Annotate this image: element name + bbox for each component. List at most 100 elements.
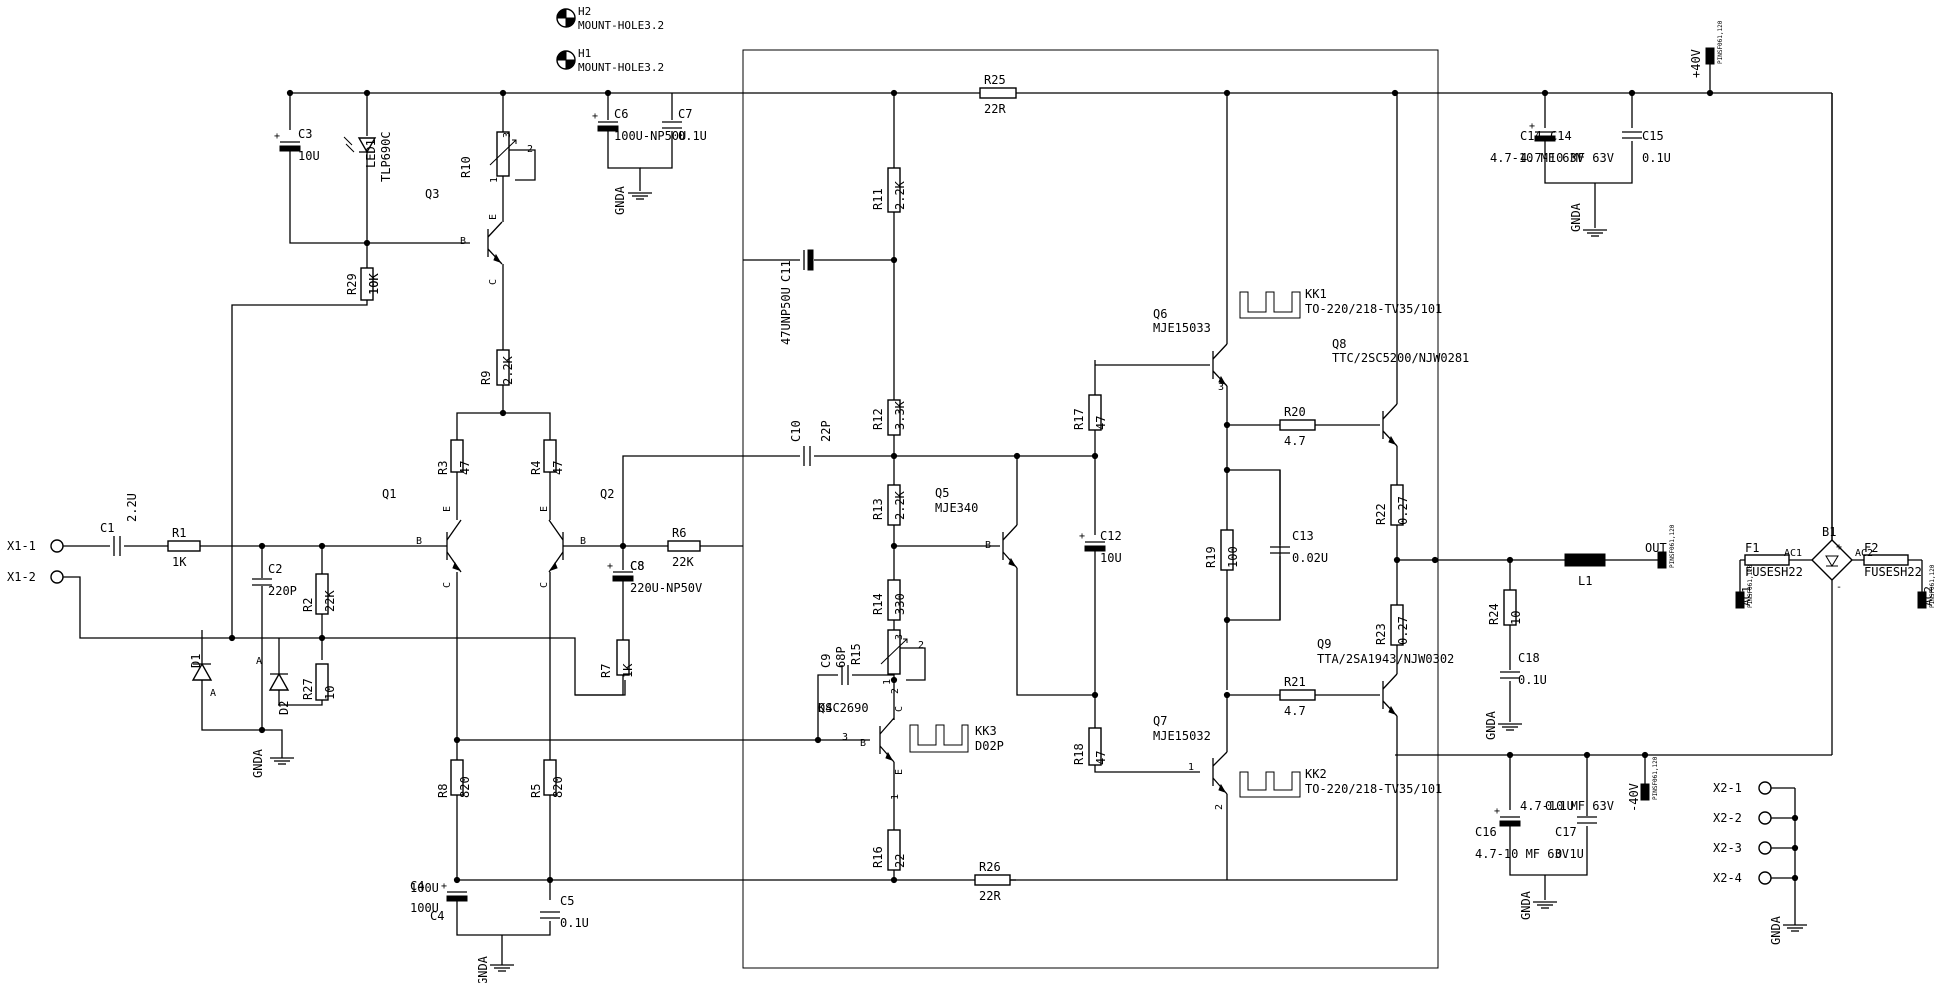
resistor-value: 4.7 bbox=[1284, 434, 1306, 448]
resistor-value: 10K bbox=[367, 273, 381, 295]
resistor-ref: R5 bbox=[529, 784, 543, 798]
trimmer-arrow bbox=[489, 139, 517, 166]
wire bbox=[456, 385, 504, 440]
mount-hole-ref: H2 bbox=[578, 5, 591, 18]
inductor-L1 bbox=[1564, 553, 1606, 567]
wire bbox=[63, 576, 626, 696]
cap-value: 4.7-10 MF 63V bbox=[1520, 799, 1614, 813]
resistor-R14 bbox=[887, 579, 901, 621]
resistor-R25 bbox=[979, 87, 1017, 99]
resistor-ref: R9 bbox=[479, 371, 493, 385]
cap-polarity: + bbox=[1529, 121, 1535, 132]
pin-label: - bbox=[1836, 582, 1842, 593]
resistor-value: 47 bbox=[458, 461, 472, 475]
junction-dot bbox=[228, 634, 236, 642]
transistor-value: TTA/2SA1943/NJW0302 bbox=[1317, 652, 1454, 666]
cap-value: 2.2U bbox=[125, 493, 139, 522]
cap-value: 4.7-10 MF 63V bbox=[1520, 151, 1614, 165]
resistor-ref: R24 bbox=[1487, 603, 1501, 625]
connector-terminal bbox=[1758, 871, 1772, 885]
wire bbox=[1227, 469, 1281, 621]
pin-label: 2 bbox=[527, 144, 533, 155]
diode-D2 bbox=[268, 672, 290, 691]
pin-label: E bbox=[442, 506, 453, 512]
cap-value: 220P bbox=[268, 584, 297, 598]
transistor-Q5-lead bbox=[1002, 524, 1018, 541]
wire bbox=[1094, 765, 1200, 773]
wire bbox=[575, 675, 624, 696]
connector-terminal bbox=[50, 570, 64, 584]
cap-value: 0.1U bbox=[1555, 847, 1584, 861]
cap-ref: C11 bbox=[779, 260, 793, 282]
pin-label: C bbox=[442, 582, 453, 588]
resistor-R17 bbox=[1088, 394, 1102, 431]
heatsink-value: D02P bbox=[975, 739, 1004, 753]
inductor-ref: L1 bbox=[1578, 574, 1592, 588]
pin-label: E bbox=[894, 769, 905, 775]
pad-label: PINSF061,120 bbox=[1717, 20, 1724, 64]
cap-ref: C13 bbox=[1292, 529, 1314, 543]
junction-dot bbox=[1091, 691, 1099, 699]
gnda-label: GNDA bbox=[1569, 202, 1583, 232]
mount-hole-value: MOUNT-HOLE3.2 bbox=[578, 61, 664, 74]
bridge-B1 bbox=[1811, 539, 1853, 581]
resistor-value: 0.27 bbox=[1396, 616, 1410, 645]
resistor-value: 2.2K bbox=[501, 355, 515, 385]
cap-ref: C18 bbox=[1518, 651, 1540, 665]
junction-dot bbox=[363, 239, 371, 247]
transistor-ref: Q4 bbox=[818, 701, 832, 715]
resistor-R24 bbox=[1503, 589, 1517, 626]
resistor-value: 22K bbox=[323, 590, 337, 612]
resistor-value: 3.3K bbox=[893, 400, 907, 430]
fuse-value: FUSESH22 bbox=[1745, 565, 1803, 579]
wire bbox=[509, 149, 536, 181]
transistor-Q9-arrow bbox=[1388, 705, 1397, 715]
cap-ref: C7 bbox=[678, 107, 692, 121]
pin-label: 2 bbox=[1214, 804, 1225, 810]
wire bbox=[900, 647, 926, 681]
led-ref: LED1 bbox=[364, 139, 378, 168]
transistor-ref: Q8 bbox=[1332, 337, 1346, 351]
pin-label: A bbox=[256, 656, 262, 667]
fuse-F1 bbox=[1744, 554, 1790, 566]
cap-ref: C16 bbox=[1475, 825, 1497, 839]
junction-dot bbox=[890, 876, 898, 884]
cap-polarity: + bbox=[1494, 806, 1500, 817]
cap-ref: C15 bbox=[1642, 129, 1664, 143]
pin-label: C bbox=[488, 279, 499, 285]
connector-label: X2-2 bbox=[1713, 811, 1742, 825]
resistor-ref: R22 bbox=[1374, 503, 1388, 525]
connector-label: X2-1 bbox=[1713, 781, 1742, 795]
pad-label: PINSF061,120 bbox=[1747, 564, 1754, 608]
transistor-Q8-lead bbox=[1382, 403, 1398, 420]
parts bbox=[50, 8, 1927, 972]
cap-value: 47UNP50U bbox=[779, 287, 793, 345]
resistor-ref: R19 bbox=[1204, 546, 1218, 568]
mount-hole-value: MOUNT-HOLE3.2 bbox=[578, 19, 664, 32]
mount-hole-fill bbox=[556, 50, 576, 70]
pin-label: A bbox=[210, 688, 216, 699]
cap-ref: C3 bbox=[298, 127, 312, 141]
cap-plate-polar bbox=[446, 895, 468, 902]
cap-plate-polar bbox=[612, 575, 634, 582]
cap-ref: C6 bbox=[614, 107, 628, 121]
resistor-value: 22R bbox=[984, 102, 1006, 116]
pin-label: 3 bbox=[502, 132, 513, 138]
resistor-ref: R14 bbox=[871, 593, 885, 615]
resistor-value: 22 bbox=[893, 854, 907, 868]
resistor-ref: R18 bbox=[1072, 743, 1086, 765]
resistor-ref: R6 bbox=[672, 526, 686, 540]
wire bbox=[231, 295, 368, 638]
junction-dot bbox=[1506, 751, 1514, 759]
transistor-Q1-arrow bbox=[452, 561, 461, 571]
pad bbox=[1705, 47, 1715, 65]
cap-plate-polar bbox=[1534, 135, 1556, 142]
resistor-value: 47 bbox=[1094, 751, 1108, 765]
cap-value: 0.1U bbox=[1545, 799, 1574, 813]
resistor-ref: R17 bbox=[1072, 408, 1086, 430]
transistor-value: MJE15033 bbox=[1153, 321, 1211, 335]
junction-dot bbox=[890, 676, 898, 684]
cap-value: 0.1U bbox=[1642, 151, 1671, 165]
transistor-ref: Q9 bbox=[1317, 637, 1331, 651]
resistor-ref: R13 bbox=[871, 498, 885, 520]
